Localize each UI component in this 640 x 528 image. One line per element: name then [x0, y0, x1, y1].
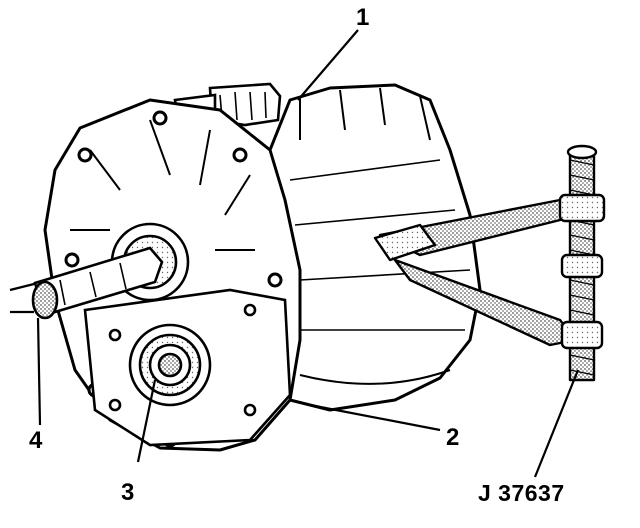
- input-shaft: [9, 222, 190, 320]
- callout-3: 3: [121, 479, 135, 506]
- callout-4: 4: [29, 427, 43, 454]
- leader-line-3: [136, 379, 157, 463]
- leader-line-2: [309, 403, 441, 432]
- leader-lines: [36, 29, 580, 478]
- leader-line-tool: [533, 369, 580, 478]
- tool-label: J 37637: [478, 480, 565, 506]
- shaft-seal: [128, 323, 212, 407]
- leader-line-1: [297, 29, 359, 101]
- callout-1: 1: [356, 4, 370, 31]
- leader-line-4: [36, 317, 42, 426]
- puller-tool: [373, 144, 606, 382]
- callout-2: 2: [446, 424, 460, 451]
